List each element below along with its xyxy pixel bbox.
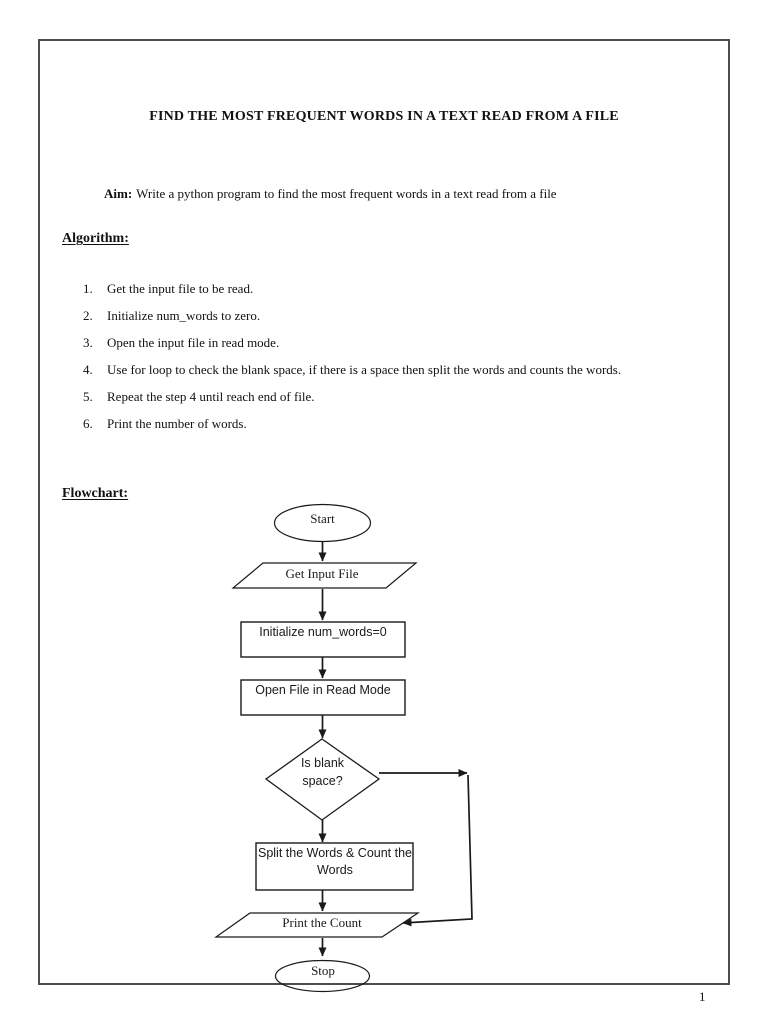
- flow-label-stop: Stop: [311, 963, 335, 978]
- flowchart-heading: Flowchart:: [62, 486, 129, 501]
- aim-label: Aim:: [104, 186, 133, 201]
- step-number: 5.: [83, 389, 93, 404]
- list-item: 3. Open the input file in read mode.: [83, 334, 723, 351]
- step-number: 2.: [83, 308, 93, 323]
- step-number: 1.: [83, 281, 93, 296]
- list-item: 6. Print the number of words.: [83, 415, 723, 432]
- step-text: Repeat the step 4 until reach end of fil…: [107, 389, 315, 404]
- page-title: FIND THE MOST FREQUENT WORDS IN A TEXT R…: [149, 109, 619, 124]
- algorithm-heading: Algorithm:: [62, 231, 129, 246]
- step-number: 6.: [83, 416, 93, 431]
- flow-label-decision: Is blank space?: [300, 756, 345, 788]
- algorithm-steps-list: 1. Get the input file to be read. 2. Ini…: [83, 280, 723, 442]
- flow-label-print-count: Print the Count: [282, 915, 362, 930]
- step-text: Get the input file to be read.: [107, 281, 254, 296]
- list-item: 1. Get the input file to be read.: [83, 280, 723, 297]
- list-item: 2. Initialize num_words to zero.: [83, 307, 723, 324]
- step-text: Print the number of words.: [107, 416, 247, 431]
- step-number: 4.: [83, 362, 93, 377]
- page-number: 1: [699, 989, 706, 1004]
- flow-label-open-file: Open File in Read Mode: [255, 683, 391, 697]
- flow-label-start: Start: [310, 511, 335, 526]
- flow-label-split-count: Split the Words & Count the Words: [257, 846, 413, 877]
- list-item: 4. Use for loop to check the blank space…: [83, 361, 723, 378]
- step-number: 3.: [83, 335, 93, 350]
- step-text: Use for loop to check the blank space, i…: [107, 362, 622, 377]
- flow-label-initialize: Initialize num_words=0: [259, 625, 387, 639]
- aim-line: Aim:Write a python program to find the m…: [104, 186, 557, 202]
- aim-text: Write a python program to find the most …: [136, 186, 557, 201]
- list-item: 5. Repeat the step 4 until reach end of …: [83, 388, 723, 405]
- step-text: Open the input file in read mode.: [107, 335, 280, 350]
- step-text: Initialize num_words to zero.: [107, 308, 261, 323]
- page-border: [38, 39, 730, 985]
- flow-label-get-input: Get Input File: [285, 566, 359, 581]
